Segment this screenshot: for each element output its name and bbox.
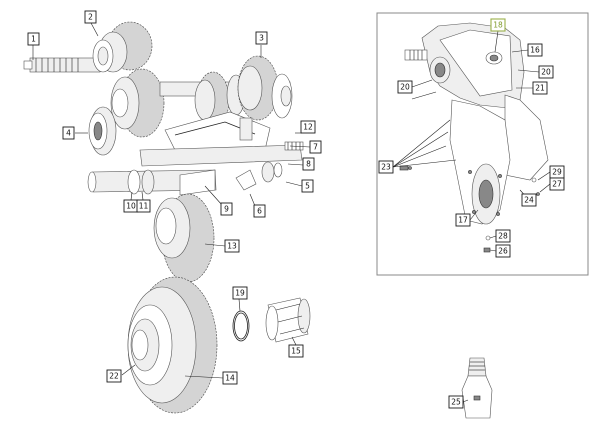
bearing-4 (88, 106, 117, 156)
callout-21: 21 (532, 81, 548, 95)
svg-text:1: 1 (31, 35, 36, 44)
callout-5: 5 (301, 179, 314, 193)
svg-text:22: 22 (109, 372, 119, 381)
svg-text:17: 17 (458, 216, 468, 225)
svg-text:21: 21 (535, 84, 545, 93)
top-gear (92, 21, 153, 73)
svg-text:14: 14 (225, 374, 235, 383)
callout-7: 7 (309, 140, 322, 154)
cage-bearing-15 (265, 297, 311, 343)
main-exploded-view (23, 21, 311, 414)
upper-shaft (159, 55, 293, 129)
svg-text:4: 4 (66, 129, 71, 138)
callout-20-right: 20 (538, 65, 554, 79)
callout-29: 29 (549, 165, 565, 179)
callout-8: 8 (302, 157, 315, 171)
callout-4: 4 (62, 126, 75, 140)
svg-text:6: 6 (257, 207, 262, 216)
svg-text:15: 15 (291, 347, 301, 356)
svg-text:23: 23 (381, 163, 391, 172)
svg-text:24: 24 (524, 196, 534, 205)
callout-9: 9 (220, 202, 233, 216)
callout-27: 27 (549, 177, 565, 191)
callout-2: 2 (84, 10, 97, 24)
callout-11: 11 (136, 199, 151, 213)
callout-22: 22 (106, 369, 122, 383)
svg-text:20: 20 (400, 83, 410, 92)
svg-text:26: 26 (498, 247, 508, 256)
callout-6: 6 (253, 204, 266, 218)
callout-17: 17 (455, 213, 471, 227)
callout-24: 24 (521, 193, 537, 207)
svg-text:18: 18 (493, 21, 503, 30)
callout-19: 19 (232, 286, 248, 300)
svg-text:10: 10 (126, 202, 136, 211)
callout-13: 13 (224, 239, 240, 253)
callout-1: 1 (27, 32, 40, 46)
inset-housing (404, 22, 549, 181)
callout-3: 3 (255, 31, 268, 45)
svg-text:25: 25 (451, 398, 461, 407)
svg-text:12: 12 (303, 123, 313, 132)
inset-leader-lines (392, 30, 551, 252)
ring-gear-14 (127, 276, 218, 414)
callout-20-left: 20 (397, 80, 413, 94)
svg-text:20: 20 (541, 68, 551, 77)
svg-text:3: 3 (259, 34, 264, 43)
callout-labels: 1 2 3 4 12 7 8 5 6 9 10 11 13 19 15 22 1… (27, 10, 565, 409)
callout-23: 23 (378, 160, 394, 174)
svg-text:11: 11 (139, 202, 149, 211)
svg-text:5: 5 (305, 182, 310, 191)
main-leader-lines (32, 22, 311, 379)
callout-28: 28 (495, 229, 511, 243)
callout-12: 12 (300, 120, 316, 134)
o-ring-19 (232, 310, 250, 342)
svg-text:16: 16 (530, 46, 540, 55)
inset-cover-plate (449, 99, 511, 225)
svg-text:27: 27 (552, 180, 562, 189)
sealant-tube-25 (461, 357, 493, 419)
svg-text:8: 8 (306, 160, 311, 169)
svg-text:28: 28 (498, 232, 508, 241)
callout-10: 10 (123, 199, 139, 213)
svg-text:7: 7 (313, 143, 318, 152)
svg-text:2: 2 (88, 13, 93, 22)
svg-text:19: 19 (235, 289, 245, 298)
gear-13 (153, 193, 215, 283)
callout-16: 16 (527, 43, 543, 57)
callout-14: 14 (222, 371, 238, 385)
callout-15: 15 (288, 344, 304, 358)
callout-18: 18 (490, 18, 506, 32)
callout-25: 25 (448, 395, 464, 409)
left-middle-gear (110, 68, 165, 138)
svg-text:9: 9 (224, 205, 229, 214)
inset-view (376, 12, 589, 276)
output-shaft (87, 169, 257, 196)
input-shaft (23, 57, 101, 73)
inset-hardware (399, 165, 540, 253)
callout-26: 26 (495, 244, 511, 258)
svg-text:29: 29 (552, 168, 562, 177)
svg-text:13: 13 (227, 242, 237, 251)
